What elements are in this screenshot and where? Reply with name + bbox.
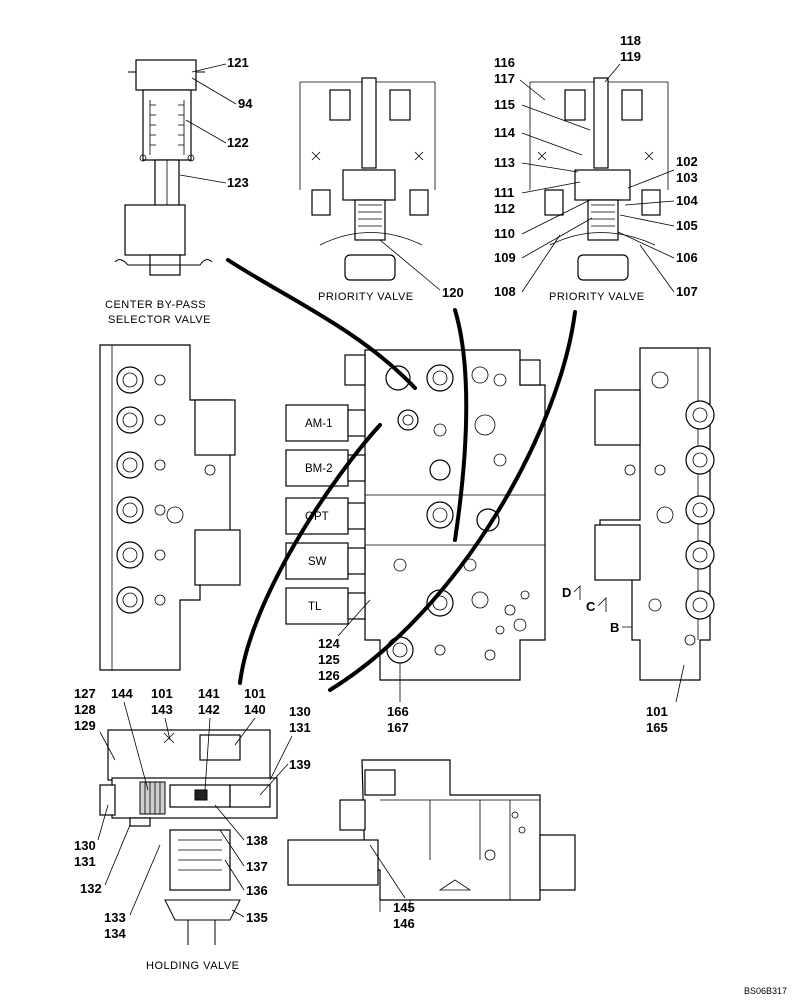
callout-123: 123 — [227, 175, 249, 190]
priority-valve-right-callouts: 118 119 116 117 115 114 113 111 112 110 … — [494, 33, 698, 303]
callout-122: 122 — [227, 135, 249, 150]
bottom-view-callouts: 145 146 — [369, 844, 415, 931]
view-markers: D C B — [562, 585, 633, 635]
priority-valve-right-caption: PRIORITY VALVE — [549, 291, 645, 303]
front-view-callouts: 124 125 126 166 167 — [318, 599, 409, 735]
priority-valve-left-callouts: PRIORITY VALVE 120 — [318, 239, 464, 303]
priority-valve-left-drawing — [299, 77, 436, 281]
callout-130-bottom: 130 — [74, 838, 96, 853]
callout-125: 125 — [318, 652, 340, 667]
callout-129: 129 — [74, 718, 96, 733]
callout-139: 139 — [289, 757, 311, 772]
callout-124: 124 — [318, 636, 340, 651]
callout-105: 105 — [676, 218, 698, 233]
center-bypass-caption-line1: CENTER BY-PASS — [105, 299, 206, 311]
callout-166: 166 — [387, 704, 409, 719]
view-marker-c: C — [586, 599, 596, 614]
holding-valve-drawing — [99, 729, 278, 945]
callout-110: 110 — [494, 226, 515, 241]
callout-119: 119 — [620, 49, 641, 64]
callout-112: 112 — [494, 201, 515, 216]
leader-priority-left-to-front — [453, 308, 469, 542]
callout-144: 144 — [111, 686, 133, 701]
callout-127: 127 — [74, 686, 96, 701]
leader-bypass-to-front — [226, 258, 417, 390]
callout-137: 137 — [246, 859, 268, 874]
callout-131-bottom: 131 — [74, 854, 96, 869]
callout-145: 145 — [393, 900, 415, 915]
callout-118: 118 — [620, 33, 641, 48]
callout-114: 114 — [494, 125, 516, 140]
callout-141: 141 — [198, 686, 220, 701]
view-marker-d: D — [562, 585, 571, 600]
callout-138: 138 — [246, 833, 268, 848]
callout-103: 103 — [676, 170, 698, 185]
callout-111: 111 — [494, 185, 514, 200]
heavy-leader-lines — [226, 258, 577, 692]
solenoid-label-tl: TL — [308, 601, 322, 613]
solenoid-label-sw: SW — [308, 556, 327, 568]
callout-107: 107 — [676, 284, 698, 299]
callout-136: 136 — [246, 883, 268, 898]
solenoid-label-am1: AM-1 — [305, 418, 332, 430]
leader-priority-right-to-front — [328, 310, 577, 692]
reference-code: BS06B317 — [744, 986, 787, 996]
callout-113: 113 — [494, 155, 515, 170]
callout-126: 126 — [318, 668, 340, 683]
callout-131-top: 131 — [289, 720, 311, 735]
callout-120: 120 — [442, 285, 464, 300]
priority-valve-right-drawing — [529, 77, 669, 281]
valve-body-left-side-view — [99, 344, 241, 671]
callout-146: 146 — [393, 916, 415, 931]
holding-valve-callouts: 127 128 129 144 101 143 141 142 101 140 … — [74, 686, 311, 972]
callout-132: 132 — [80, 881, 102, 896]
valve-body-right-side-view — [594, 347, 715, 681]
callout-121: 121 — [227, 55, 249, 70]
callout-143: 143 — [151, 702, 173, 717]
center-bypass-selector-valve-drawing — [114, 59, 213, 276]
center-bypass-callouts: 121 94 122 123 CENTER BY-PASS SELECTOR V… — [105, 55, 253, 326]
callout-117: 117 — [494, 71, 515, 86]
callout-115: 115 — [494, 97, 515, 112]
right-view-callouts: 101 165 — [646, 664, 685, 735]
solenoid-stack — [285, 404, 366, 625]
callout-116: 116 — [494, 55, 515, 70]
callout-133: 133 — [104, 910, 126, 925]
callout-140: 140 — [244, 702, 266, 717]
view-marker-b: B — [610, 620, 619, 635]
callout-134: 134 — [104, 926, 126, 941]
callout-101-holding-b: 101 — [244, 686, 266, 701]
callout-102: 102 — [676, 154, 698, 169]
callout-104: 104 — [676, 193, 698, 208]
callout-167: 167 — [387, 720, 409, 735]
callout-108: 108 — [494, 284, 516, 299]
center-bypass-caption-line2: SELECTOR VALVE — [108, 314, 211, 326]
callout-135: 135 — [246, 910, 268, 925]
callout-109: 109 — [494, 250, 516, 265]
callout-128: 128 — [74, 702, 96, 717]
solenoid-label-bm2: BM-2 — [305, 463, 332, 475]
callout-130-top: 130 — [289, 704, 311, 719]
holding-valve-caption: HOLDING VALVE — [146, 960, 240, 972]
callout-101-holding-a: 101 — [151, 686, 173, 701]
callout-106: 106 — [676, 250, 698, 265]
valve-body-bottom-view — [287, 759, 576, 912]
priority-valve-left-caption: PRIORITY VALVE — [318, 291, 414, 303]
callout-165: 165 — [646, 720, 668, 735]
callout-94: 94 — [238, 96, 253, 111]
leader-holding-to-front — [238, 423, 382, 685]
callout-101-right: 101 — [646, 704, 668, 719]
valve-body-front-view: AM-1 BM-2 OPT SW TL — [285, 349, 546, 681]
callout-142: 142 — [198, 702, 220, 717]
